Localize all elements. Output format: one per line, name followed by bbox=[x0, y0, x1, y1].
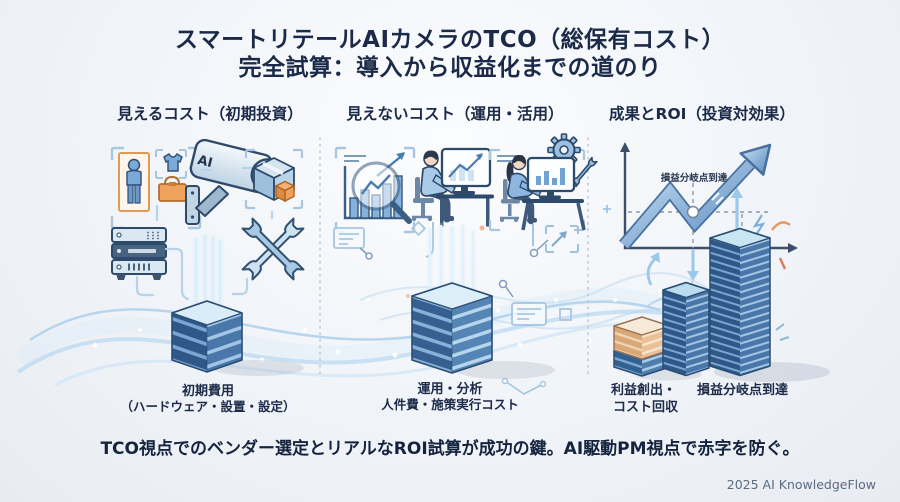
caption-operation-line1: 運用・分析 bbox=[417, 382, 483, 397]
person-detection-icon bbox=[110, 146, 202, 230]
framed-arrow-icon bbox=[545, 225, 579, 253]
summary-text: TCO視点でのベンダー選定とリアルなROI試算が成功の鍵。AI駆動PM視点で赤字… bbox=[100, 439, 800, 459]
left-light-beams bbox=[192, 232, 224, 320]
caption-profit-line2: コスト回収 bbox=[613, 400, 679, 415]
page-title: スマートリテールAIカメラのTCO（総保有コスト） 完全試算：導入から収益化まで… bbox=[0, 26, 900, 82]
header-roi: 成果とROI（投資対効果） bbox=[609, 105, 795, 123]
initial-cost-stack bbox=[171, 300, 304, 376]
chart-annotation-breakeven: 損益分岐点到達 bbox=[660, 173, 728, 184]
note-icons bbox=[333, 220, 579, 326]
caption-initial-cost-line2: （ハードウェア・設置・設定） bbox=[120, 399, 296, 414]
left-connectors bbox=[135, 166, 274, 301]
caption-operation-line2: 人件費・施策実行コスト bbox=[381, 397, 519, 412]
column-dividers bbox=[319, 137, 589, 379]
header-visible-costs: 見えるコスト（初期投資） bbox=[117, 105, 303, 123]
watermark: 2025 AI KnowledgeFlow bbox=[726, 477, 876, 492]
title-line-1: スマートリテールAIカメラのTCO（総保有コスト） bbox=[174, 27, 726, 53]
title-line-2: 完全試算：導入から収益化までの道のり bbox=[238, 55, 662, 81]
crossed-wrenches-icon bbox=[241, 217, 305, 281]
cost-towers bbox=[662, 227, 830, 382]
caption-initial-cost-line1: 初期費用 bbox=[181, 384, 235, 399]
growth-arrow-chart bbox=[619, 142, 798, 341]
camera-ai-label: AI bbox=[196, 153, 214, 171]
package-box-icon bbox=[244, 148, 304, 210]
analyst-at-desk-icon bbox=[411, 147, 494, 227]
caption-breakeven: 損益分岐点到達 bbox=[697, 383, 789, 398]
operation-cost-stack bbox=[411, 282, 555, 379]
chart-magnifier-icon bbox=[334, 146, 416, 234]
operator-at-desk-icon bbox=[488, 133, 598, 232]
caption-profit-line1: 利益創出・ bbox=[611, 383, 677, 398]
profit-stack bbox=[613, 316, 702, 381]
breakeven-point-marker bbox=[686, 205, 700, 219]
header-hidden-costs: 見えないコスト（運用・活用） bbox=[346, 105, 564, 123]
server-rack-icon bbox=[111, 227, 167, 280]
